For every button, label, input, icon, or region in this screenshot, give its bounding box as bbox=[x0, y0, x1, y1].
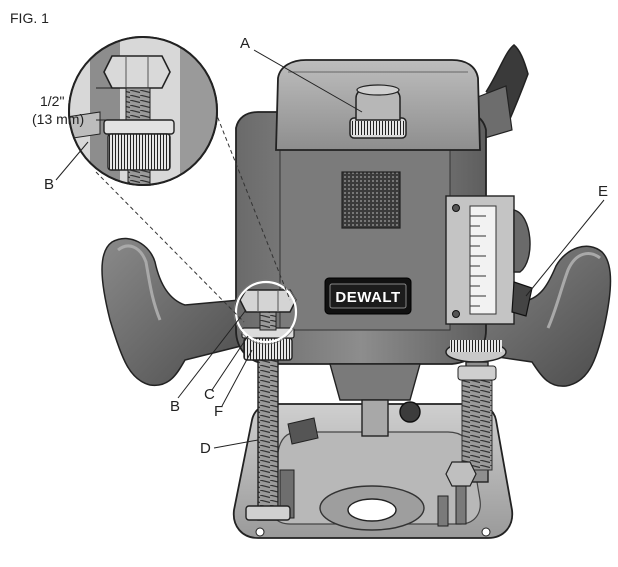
right-column-spring bbox=[461, 379, 493, 471]
depth-scale-ticks bbox=[470, 215, 486, 307]
detail-connector-lower bbox=[95, 171, 245, 323]
leader-lines bbox=[55, 49, 605, 449]
collet-nut bbox=[361, 399, 389, 437]
left-base-clamp bbox=[287, 417, 319, 445]
label-d: D bbox=[200, 440, 211, 457]
depth-rod-foot bbox=[245, 505, 291, 521]
right-handle-grip-highlight bbox=[546, 252, 601, 329]
depth-lock-lever bbox=[511, 281, 533, 317]
side-adjust-wheel bbox=[513, 209, 531, 273]
dimension-inch: 1/2" bbox=[40, 93, 65, 109]
brand-logo-text: DEWALT bbox=[335, 289, 400, 306]
detail-highlight-circle bbox=[234, 280, 298, 344]
depth-knob-knurl bbox=[352, 121, 404, 135]
figure-title: FIG. 1 bbox=[10, 10, 49, 26]
base-hole-left bbox=[255, 527, 265, 537]
left-handle bbox=[101, 237, 246, 387]
label-c: C bbox=[204, 386, 215, 403]
hex-bolt-head bbox=[239, 289, 297, 313]
bolt-stem bbox=[259, 311, 277, 331]
brand-logo-inner bbox=[329, 283, 407, 309]
left-handle-grip-highlight bbox=[117, 244, 162, 321]
turret-screw-1 bbox=[437, 495, 449, 527]
depth-rod bbox=[257, 347, 279, 521]
spindle-lock bbox=[399, 401, 421, 423]
magnified-detail bbox=[68, 36, 218, 186]
detail-connector-upper bbox=[209, 97, 291, 301]
label-b-detail: B bbox=[44, 176, 55, 193]
right-column-collar bbox=[457, 365, 497, 381]
vent-grille bbox=[341, 171, 401, 229]
base-hole-right bbox=[481, 527, 491, 537]
label-e: E bbox=[598, 183, 609, 200]
label-b-main: B bbox=[170, 398, 181, 415]
label-f: F bbox=[214, 403, 224, 420]
dimension-mm: (13 mm) bbox=[32, 111, 85, 127]
scale-screw-bottom bbox=[452, 310, 460, 318]
depth-scale-rule bbox=[469, 205, 497, 315]
depth-knob-top bbox=[356, 84, 400, 96]
base-bit-opening bbox=[347, 498, 397, 522]
turret-screw-2 bbox=[455, 485, 467, 525]
spindle-housing bbox=[329, 363, 421, 401]
turret-nut bbox=[445, 461, 477, 487]
scale-screw-top bbox=[452, 204, 460, 212]
label-a: A bbox=[240, 35, 251, 52]
right-lock-knob-knurl bbox=[450, 340, 502, 352]
